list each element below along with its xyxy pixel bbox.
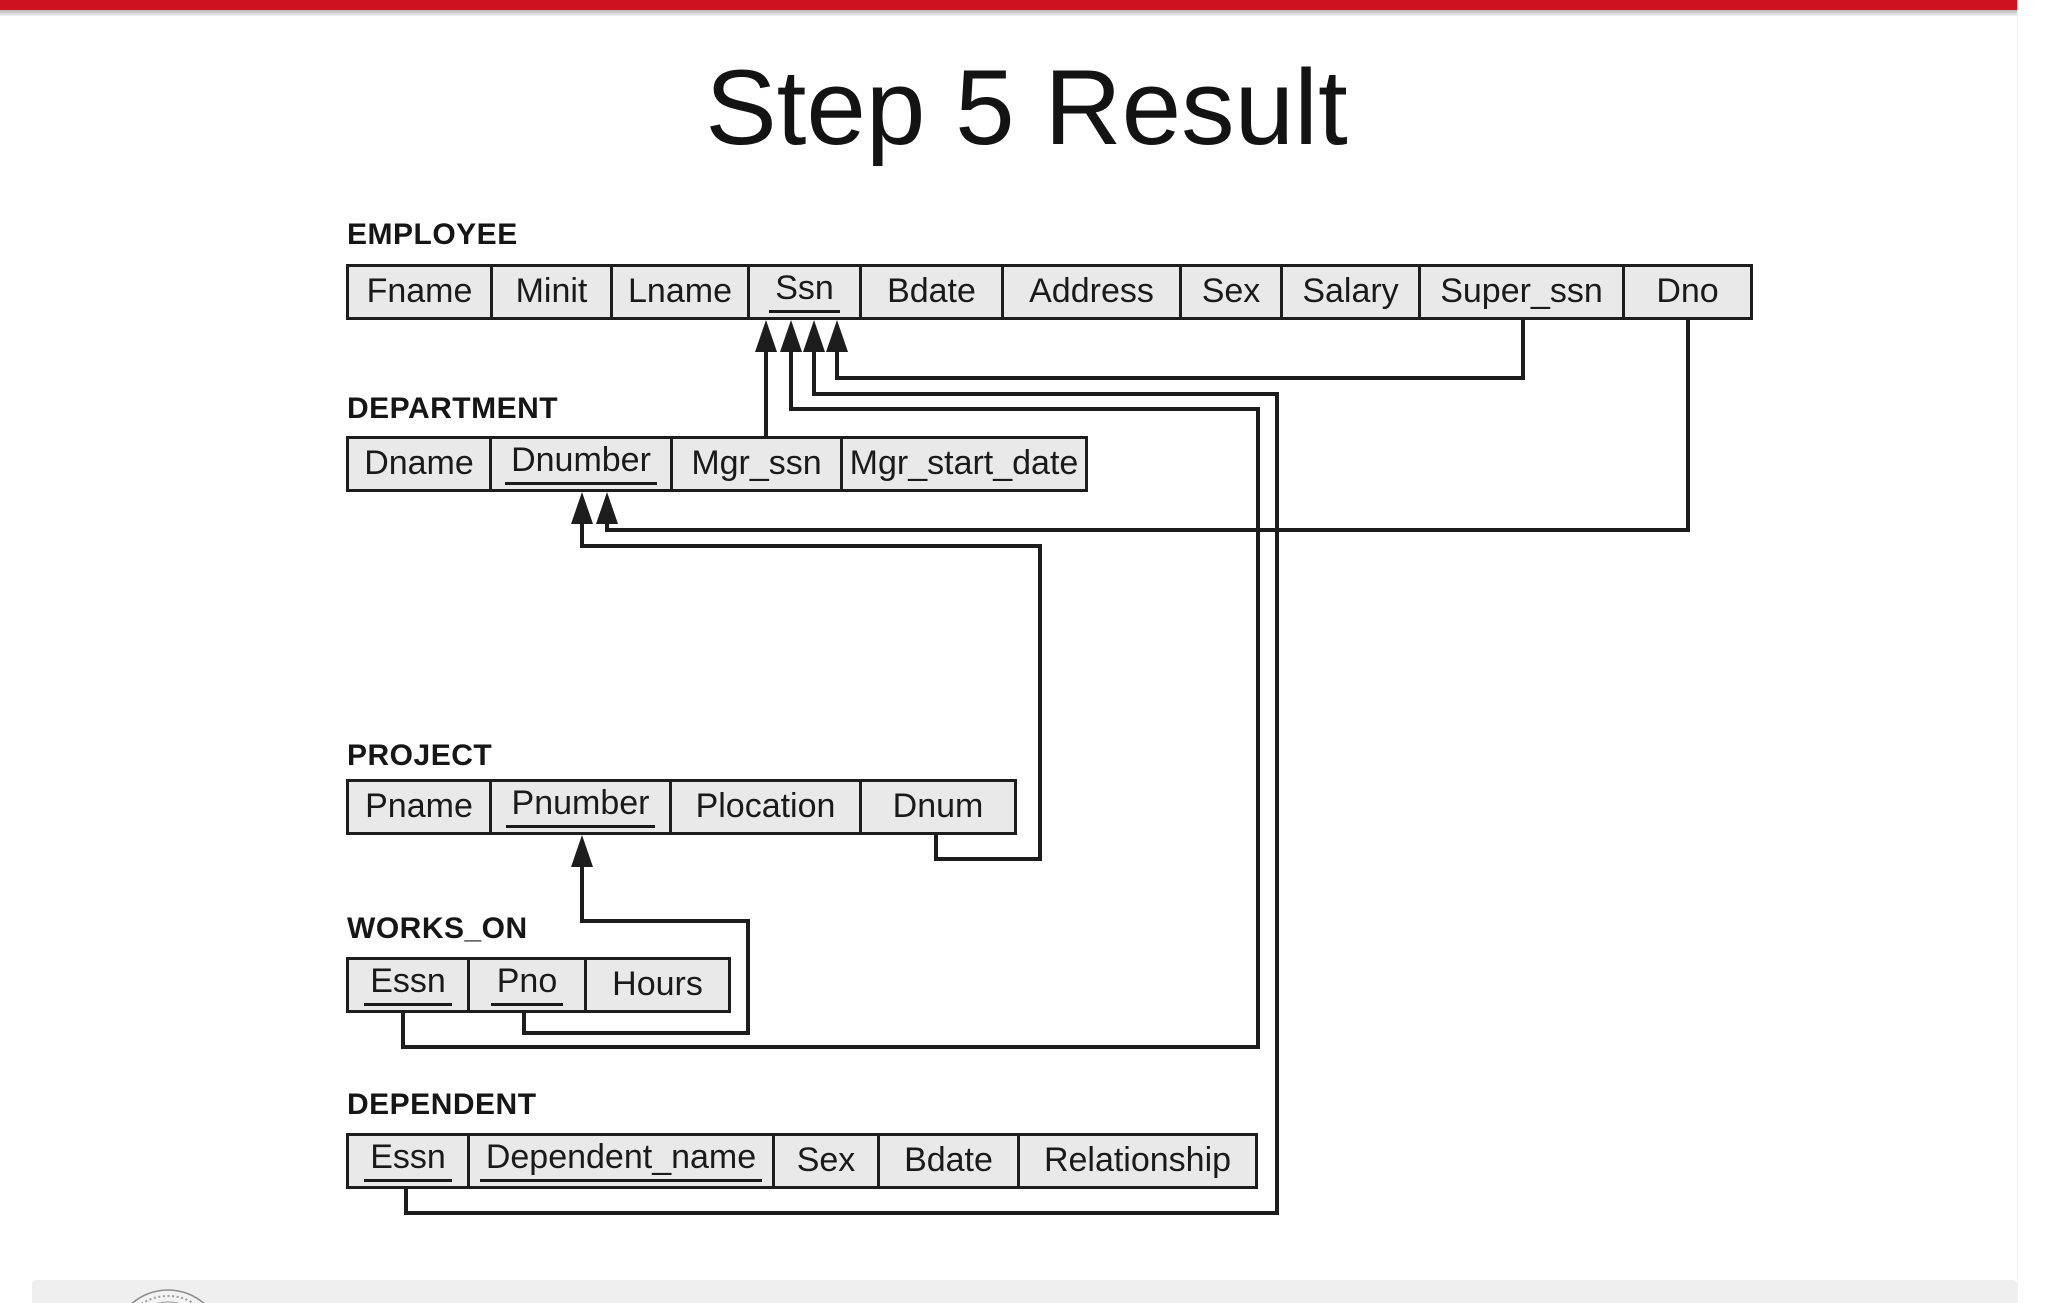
fk-line-dno-to-dnumber xyxy=(605,320,1690,532)
table-label-employee: EMPLOYEE xyxy=(347,218,518,251)
attribute-cell: Dname xyxy=(349,439,492,489)
attribute-cell: Mgr_ssn xyxy=(673,439,843,489)
key-attribute-cell: Pnumber xyxy=(492,782,672,832)
attribute-cell: Super_ssn xyxy=(1421,267,1625,317)
fk-arrowhead-works-on-essn xyxy=(780,320,802,352)
table-label-department: DEPARTMENT xyxy=(347,392,559,425)
attribute-cell: Bdate xyxy=(880,1136,1020,1186)
fk-arrowhead-pno xyxy=(571,835,593,867)
attribute-cell: Salary xyxy=(1283,267,1421,317)
table-row-works-on: Essn Pno Hours xyxy=(346,957,731,1013)
page-title: Step 5 Result xyxy=(705,47,1348,167)
table-row-department: Dname Dnumber Mgr_ssn Mgr_start_date xyxy=(346,436,1088,492)
table-label-project: PROJECT xyxy=(347,739,493,772)
fk-arrowhead-dnum xyxy=(571,492,593,524)
key-attribute-cell: Dependent_name xyxy=(470,1136,775,1186)
key-attribute-cell: Ssn xyxy=(750,267,862,317)
footer-bar xyxy=(32,1280,2017,1303)
table-row-employee: Fname Minit Lname Ssn Bdate Address Sex … xyxy=(346,264,1753,320)
attribute-cell: Mgr_start_date xyxy=(849,444,1079,483)
fk-line-super-ssn-to-ssn xyxy=(835,320,1525,380)
attribute-cell: Hours xyxy=(612,965,703,1004)
attribute-cell: Lname xyxy=(613,267,750,317)
attribute-cell: Sex xyxy=(1182,267,1283,317)
attribute-cell: Fname xyxy=(349,267,493,317)
table-label-works-on: WORKS_ON xyxy=(347,912,528,945)
top-accent-bar xyxy=(0,0,2017,10)
fk-arrowhead-dno xyxy=(596,492,618,524)
key-attribute-cell: Dnumber xyxy=(492,439,673,489)
fk-arrowhead-dependent-essn xyxy=(803,320,825,352)
university-seal-logo xyxy=(131,1289,205,1303)
attribute-cell: Dnum xyxy=(892,787,984,826)
fk-arrowhead-super-ssn xyxy=(826,320,848,352)
key-attribute-cell: Essn xyxy=(349,1136,470,1186)
table-row-project: Pname Pnumber Plocation Dnum xyxy=(346,779,1017,835)
table-row-dependent: Essn Dependent_name Sex Bdate Relationsh… xyxy=(346,1133,1258,1189)
table-label-dependent: DEPENDENT xyxy=(347,1088,537,1121)
attribute-cell: Address xyxy=(1004,267,1182,317)
attribute-cell: Sex xyxy=(775,1136,880,1186)
attribute-cell: Relationship xyxy=(1043,1141,1232,1180)
top-accent-bar-shadow xyxy=(0,10,2017,16)
fk-arrowhead-mgr-ssn xyxy=(755,320,777,352)
attribute-cell: Bdate xyxy=(862,267,1004,317)
attribute-cell: Minit xyxy=(493,267,613,317)
attribute-cell: Dno xyxy=(1656,272,1719,311)
key-attribute-cell: Pno xyxy=(470,960,587,1010)
attribute-cell: Plocation xyxy=(672,782,862,832)
key-attribute-cell: Essn xyxy=(349,960,470,1010)
attribute-cell: Pname xyxy=(349,782,492,832)
